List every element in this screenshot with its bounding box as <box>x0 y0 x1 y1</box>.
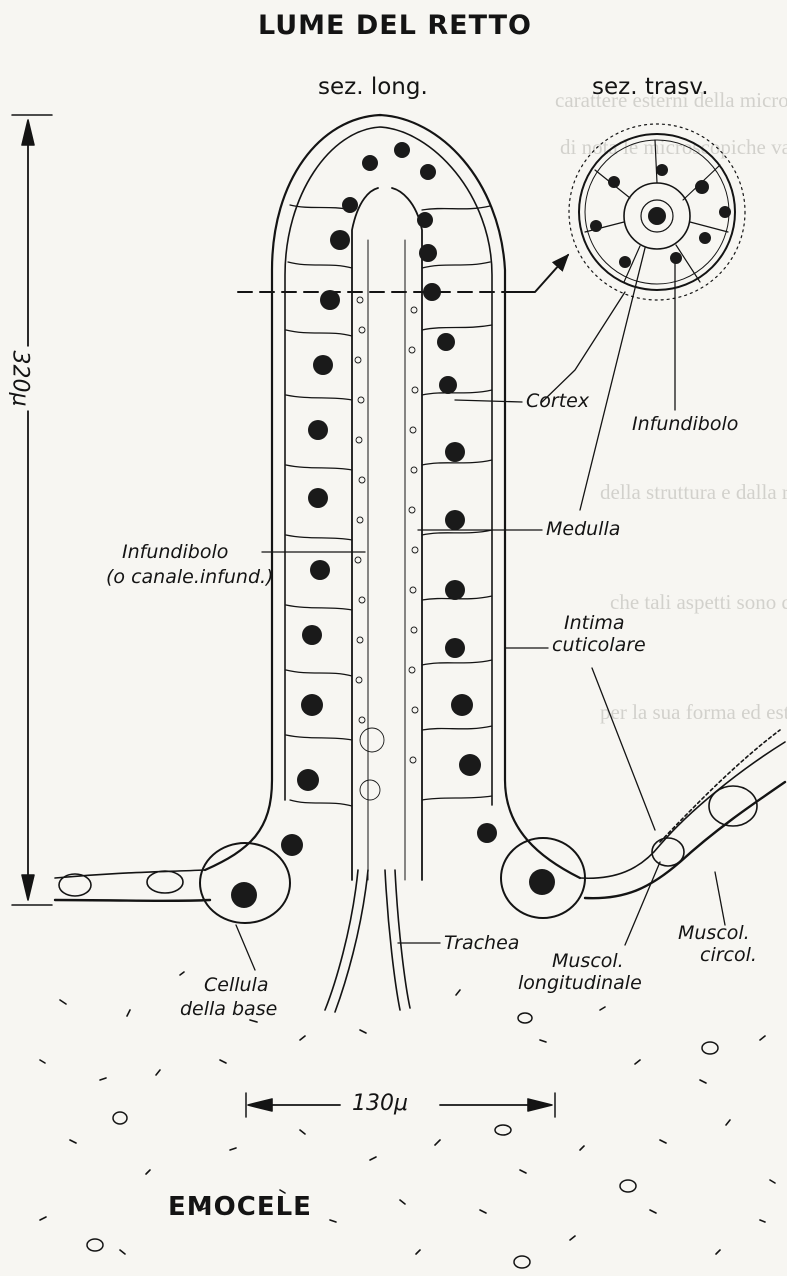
leader-medulla-trasv <box>580 248 645 510</box>
base-nucleus-1 <box>59 874 91 896</box>
label-sez-long: sez. long. <box>318 74 428 100</box>
trachea-right-b <box>395 870 410 1008</box>
label-sez-trasv: sez. trasv. <box>592 74 709 100</box>
trachea-right-a <box>385 870 400 1010</box>
label-infundibolo-trasv: Infundibolo <box>632 413 738 435</box>
label-medulla: Medulla <box>546 518 620 540</box>
base-nucleus-2 <box>147 871 183 893</box>
trachea-left-b <box>335 870 368 1012</box>
dim-130-arrow-right <box>528 1099 552 1111</box>
label-muscol-long-1: Muscol. <box>552 950 624 972</box>
leader-cortex-trasv <box>542 292 625 402</box>
label-cortex: Cortex <box>526 390 589 412</box>
leader-muscol-circ <box>715 872 725 925</box>
page-title: LUME DEL RETTO <box>258 10 532 41</box>
label-cellula-1: Cellula <box>204 974 268 996</box>
leader-lines <box>236 248 725 970</box>
dim-320-arrow-top <box>22 120 34 145</box>
label-infundibolo-long-2: (o canale.infund.) <box>106 566 273 588</box>
muscle-nucleus-long <box>652 838 684 866</box>
label-dim-320: 320μ <box>8 347 33 411</box>
trachea-left-a <box>325 870 358 1010</box>
leader-cortex <box>455 400 522 402</box>
section-arrow <box>515 255 568 292</box>
label-intima-2: cuticolare <box>552 634 646 656</box>
nuclei <box>231 142 731 908</box>
label-cellula-2: della base <box>180 998 277 1020</box>
label-trachea: Trachea <box>444 932 519 954</box>
label-infundibolo-long-1: Infundibolo <box>122 541 228 563</box>
leader-intima-to-muscle <box>592 668 655 830</box>
label-muscol-circ-1: Muscol. <box>678 922 750 944</box>
label-muscol-circ-2: circol. <box>700 944 757 966</box>
label-intima-1: Intima <box>564 612 625 634</box>
base-layer-left-lower <box>55 900 210 901</box>
dim-320-arrow-bottom <box>22 875 34 900</box>
dim-130-arrow-left <box>248 1099 272 1111</box>
emocele-cells <box>87 1013 718 1268</box>
label-muscol-long-2: longitudinale <box>518 972 642 994</box>
label-dim-130: 130μ <box>352 1091 408 1116</box>
leader-muscol-long <box>625 862 660 945</box>
papilla-outline <box>205 115 580 878</box>
leader-cellula <box>236 925 255 970</box>
medulla-granules <box>355 297 418 800</box>
label-emocele: EMOCELE <box>168 1192 312 1222</box>
